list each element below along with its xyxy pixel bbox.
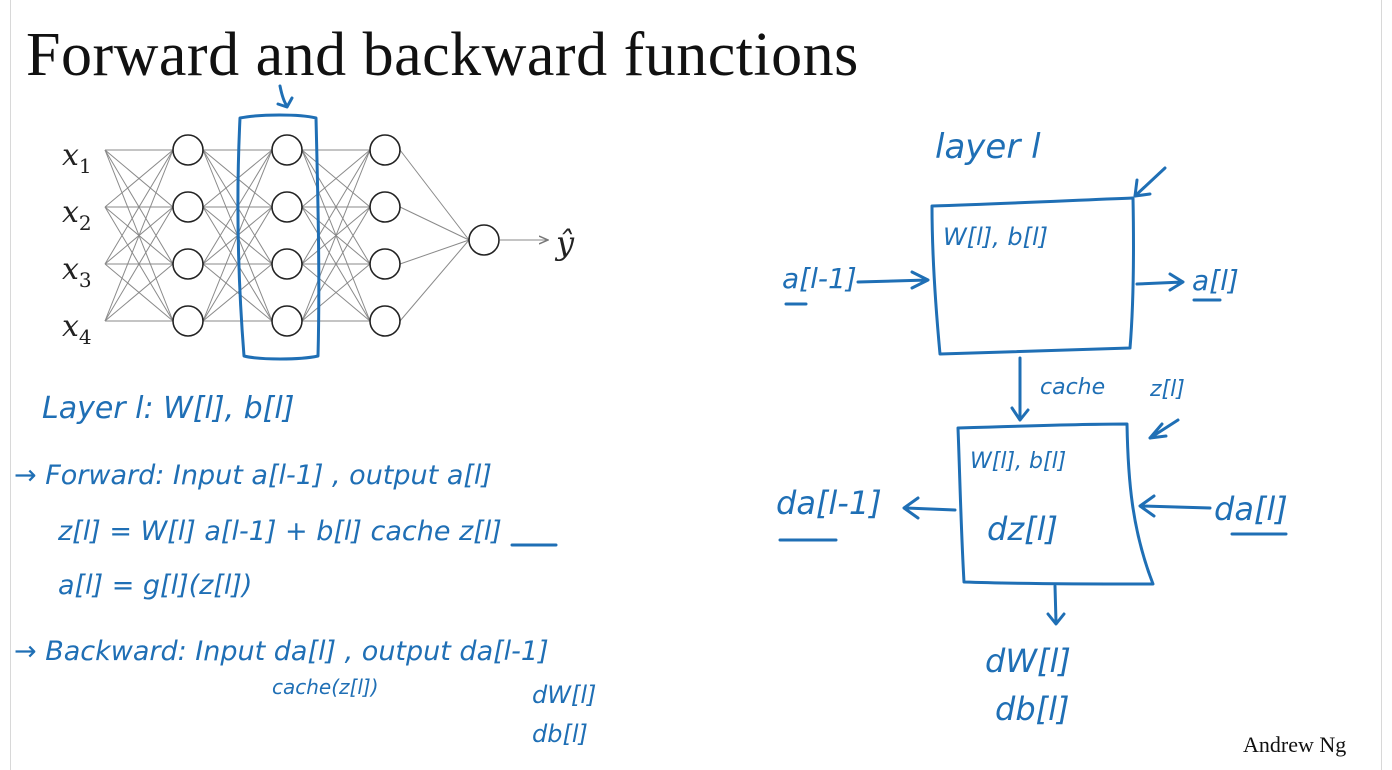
note-forward: → Forward: Input a[l-1] , output a[l] (14, 460, 492, 491)
network-edge (202, 263, 273, 322)
forward-output-arrow (1135, 272, 1185, 292)
forward-input-a: a[l-1] (782, 262, 857, 295)
backward-input-arrow (1138, 494, 1212, 518)
network-edge (301, 149, 371, 208)
slide-frame (10, 0, 1382, 770)
network-edge (104, 263, 174, 322)
input-label-x1: x1 (62, 138, 92, 178)
cache-label: cache (1040, 375, 1105, 400)
diagram-dw: dW[l] (985, 642, 1071, 680)
hidden-node (271, 305, 303, 337)
neural-network-diagram: x1 x2 x3 x4 ŷ (62, 84, 575, 361)
network-edge (399, 239, 470, 322)
handwritten-notes: Layer l: W[l], b[l] → Forward: Input a[l… (14, 391, 596, 748)
backward-box-params: W[l], b[l] (970, 449, 1066, 474)
layer-block-diagram: layer l W[l], b[l] a[l-1] a[l] cache z[l… (776, 127, 1288, 728)
network-edge (399, 239, 470, 265)
network-edge (104, 149, 174, 265)
forward-input-arrow (856, 270, 930, 290)
slide-title: Forward and backward functions (26, 21, 859, 89)
diagram-layer-label: layer l (935, 127, 1041, 167)
layer-pointer-arrow (276, 84, 294, 109)
note-z-equation: z[l] = W[l] a[l-1] + b[l] cache z[l] (57, 516, 502, 547)
note-dw: dW[l] (532, 681, 596, 709)
backward-box (956, 422, 1155, 586)
input-label-x3: x3 (62, 252, 92, 292)
note-layer-params: Layer l: W[l], b[l] (42, 391, 294, 426)
network-edge (104, 149, 174, 322)
network-edge (104, 149, 174, 208)
note-db: db[l] (532, 720, 588, 748)
hidden-node (271, 248, 303, 280)
gradients-arrow (1046, 584, 1066, 626)
layer-highlight-box (236, 113, 321, 361)
cache-z-label: z[l] (1149, 377, 1185, 402)
network-edge (104, 206, 174, 322)
input-label-x2: x2 (62, 195, 92, 235)
cache-arrow (1010, 356, 1030, 422)
hidden-node (172, 305, 204, 337)
forward-box-params: W[l], b[l] (943, 223, 1048, 251)
author-name: Andrew Ng (1243, 732, 1347, 757)
hidden-node (369, 134, 401, 166)
hidden-node (172, 191, 204, 223)
output-label-yhat: ŷ (554, 224, 575, 262)
backward-box-pointer (1148, 418, 1180, 440)
backward-output-arrow (902, 496, 957, 520)
hidden-node (271, 191, 303, 223)
forward-output-a: a[l] (1192, 264, 1239, 297)
network-edges (104, 149, 470, 322)
network-edge (399, 206, 470, 241)
input-label-x4: x4 (62, 309, 92, 349)
output-node (468, 224, 500, 256)
hidden-node (172, 248, 204, 280)
forward-box-pointer (1133, 166, 1167, 198)
hidden-node (369, 191, 401, 223)
hidden-node (271, 134, 303, 166)
network-edge (301, 206, 371, 322)
note-a-equation: a[l] = g[l](z[l]) (58, 570, 252, 601)
network-edge (399, 149, 470, 241)
network-edge (301, 263, 371, 322)
backward-input-da: da[l] (1214, 490, 1288, 528)
hidden-node (369, 248, 401, 280)
backward-output-da: da[l-1] (776, 484, 882, 522)
diagram-db: db[l] (995, 690, 1069, 728)
forward-box (930, 196, 1136, 356)
backward-box-dz: dz[l] (987, 510, 1058, 548)
network-nodes (172, 134, 500, 337)
network-edge (301, 149, 371, 322)
hidden-node (369, 305, 401, 337)
note-cache-z: cache(z[l]) (272, 675, 379, 699)
note-backward: → Backward: Input da[l] , output da[l-1] (14, 636, 549, 667)
network-edge (301, 149, 371, 265)
hidden-node (172, 134, 204, 166)
